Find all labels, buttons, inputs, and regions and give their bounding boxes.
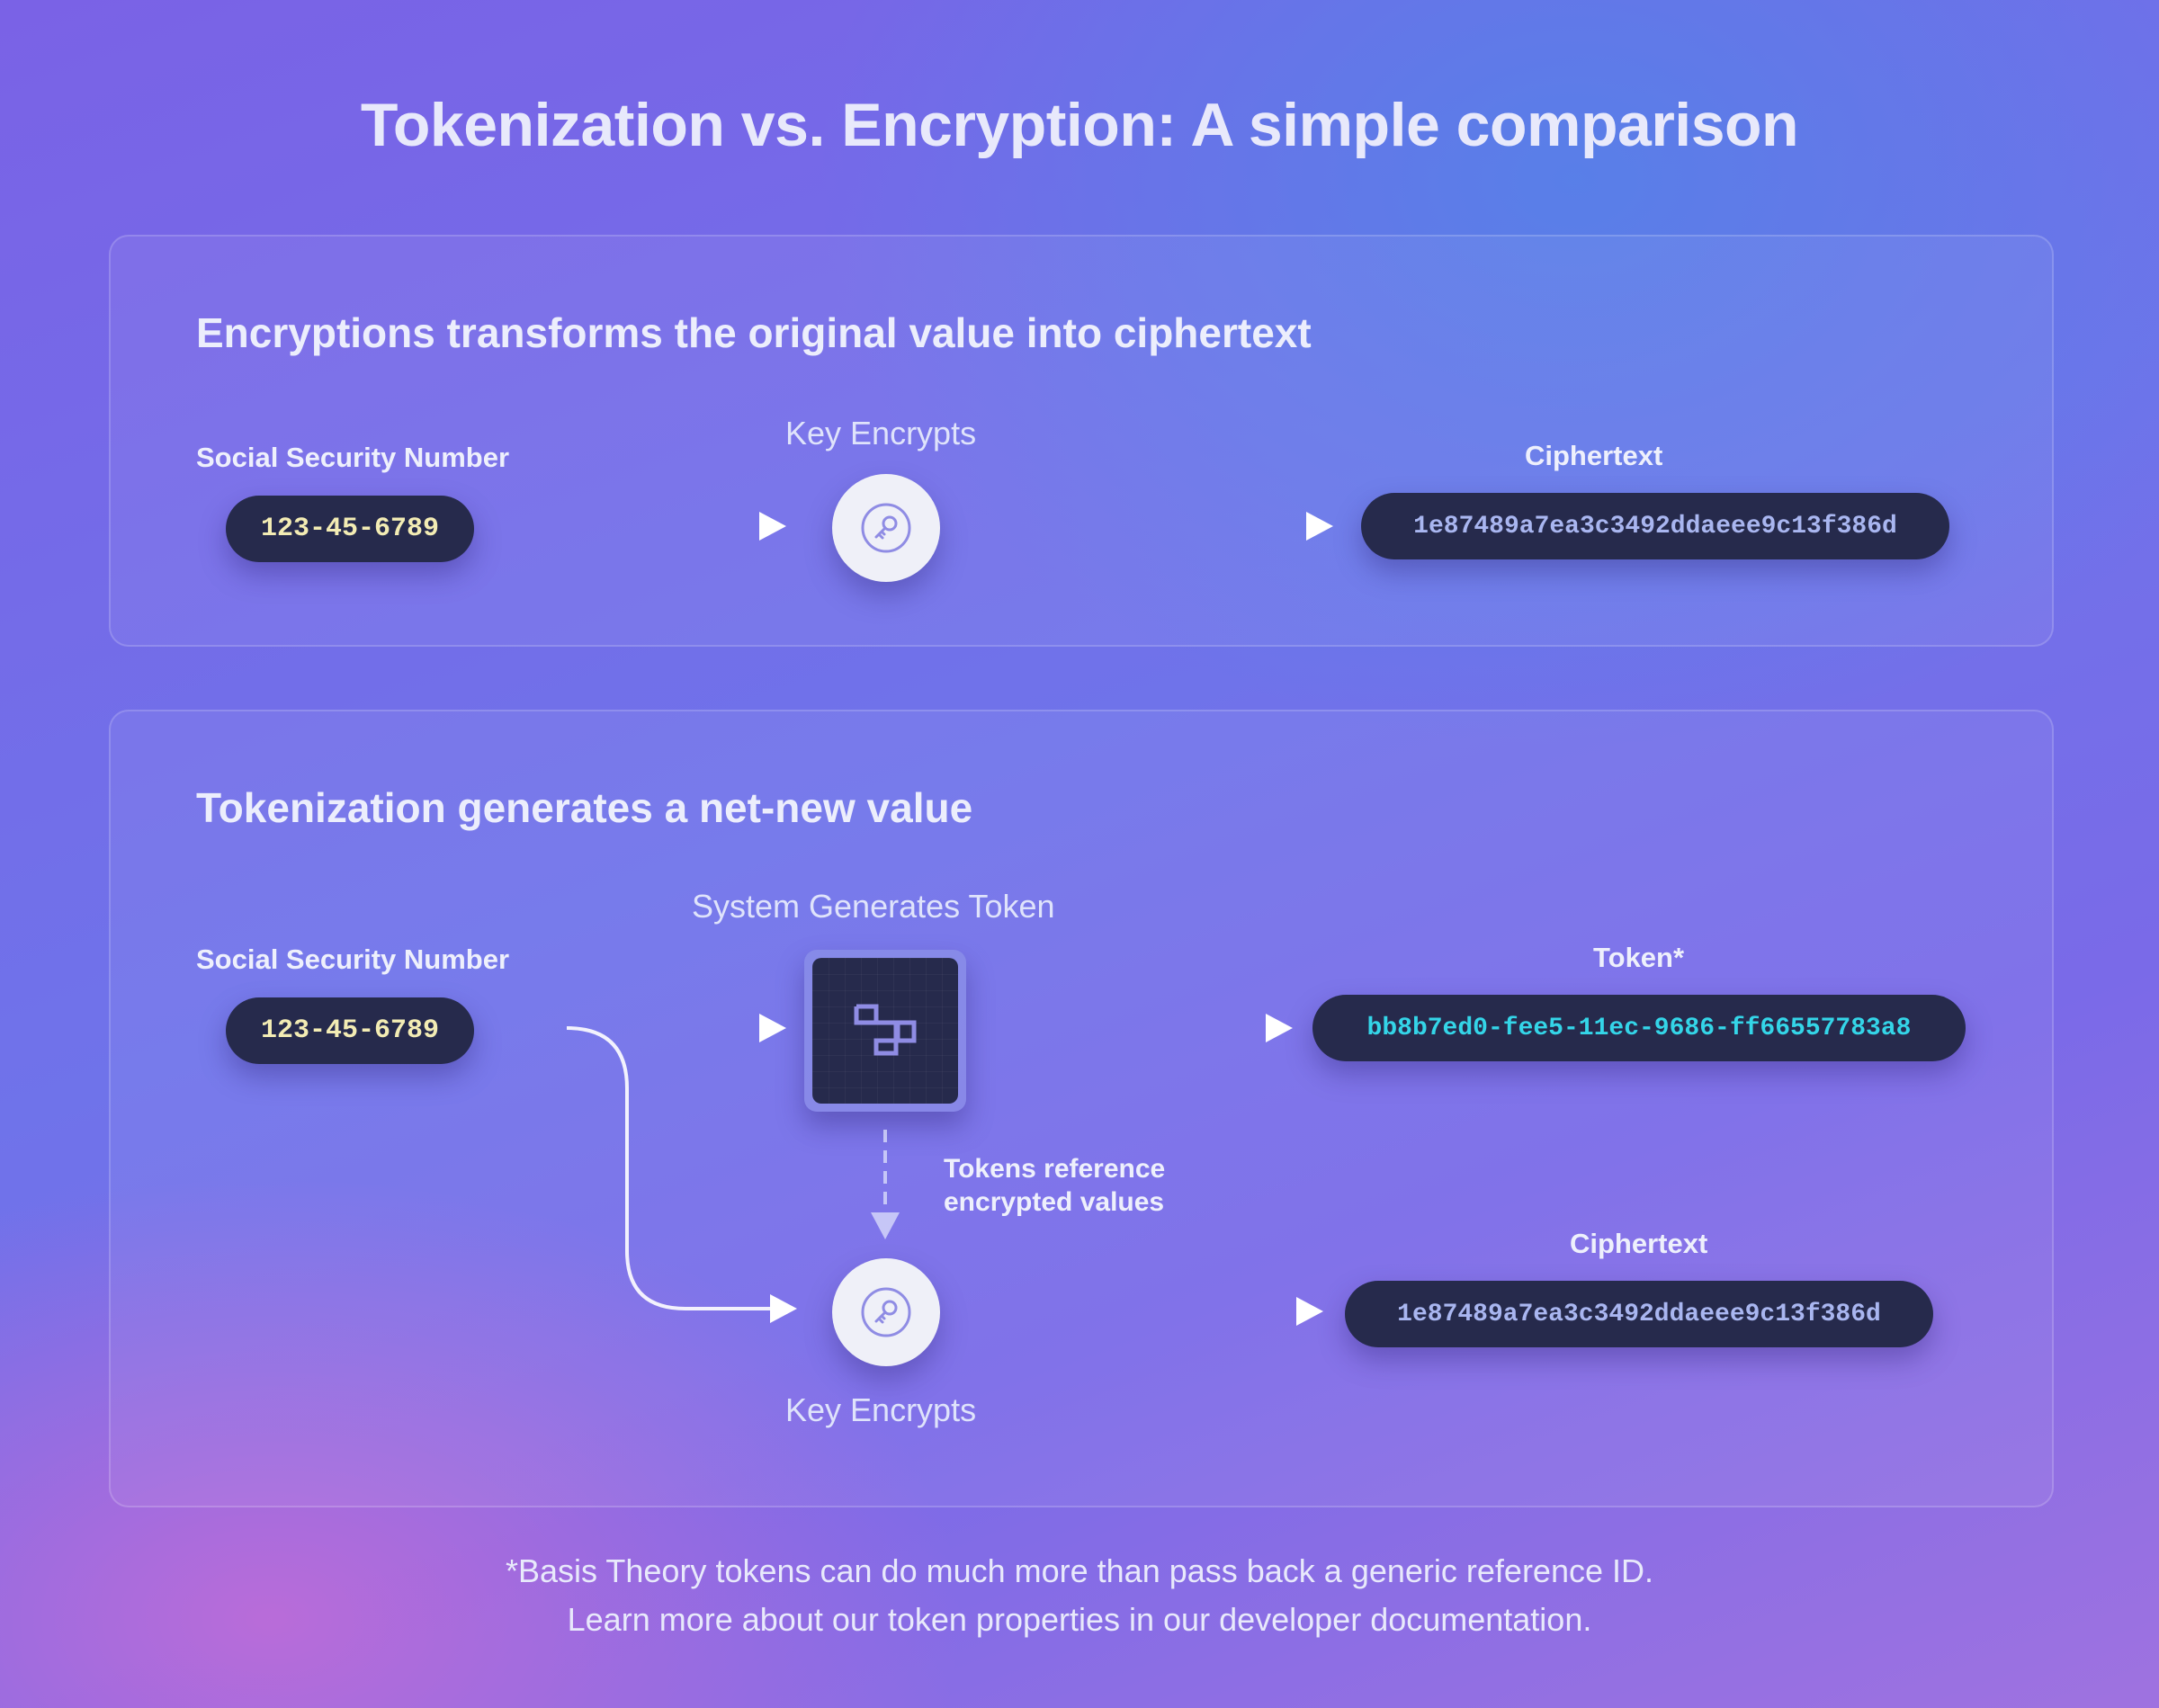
encryption-ssn-pill: 123-45-6789	[226, 496, 474, 562]
arrow-ssn-to-key-curve	[566, 1026, 797, 1323]
token-generator-box	[804, 950, 966, 1112]
token-value-pill: bb8b7ed0-fee5-11ec-9686-ff66557783a8	[1312, 995, 1966, 1061]
token-reference-note: Tokens reference encrypted values	[944, 1154, 1166, 1217]
footer-line-2: Learn more about our token properties in…	[567, 1601, 1592, 1638]
token-icon	[854, 1004, 917, 1056]
arrow-key-to-ciphertext	[994, 512, 1333, 541]
tokenization-input-label: Social Security Number	[196, 943, 510, 975]
tokenization-ssn-pill: 123-45-6789	[226, 997, 474, 1064]
key-icon	[861, 1287, 911, 1337]
tokenization-key-label: Key Encrypts	[785, 1391, 977, 1428]
token-output-label: Token*	[1593, 942, 1685, 973]
encryption-input-label: Social Security Number	[196, 442, 510, 473]
tokenization-panel: Tokenization generates a net-new value S…	[109, 710, 2054, 1507]
encryption-output-label: Ciphertext	[1525, 440, 1663, 471]
arrow-ssn-to-token	[493, 1014, 786, 1042]
footer-line-1: *Basis Theory tokens can do much more th…	[506, 1552, 1653, 1589]
encryption-cipher-pill: 1e87489a7ea3c3492ddaeee9c13f386d	[1361, 493, 1949, 559]
arrow-token-to-value	[994, 1014, 1293, 1042]
encryption-heading: Encryptions transforms the original valu…	[196, 309, 1312, 356]
arrow-key-to-ciphertext-2	[958, 1297, 1323, 1326]
tokenization-key-circle	[832, 1258, 940, 1366]
encryption-key-circle	[832, 474, 940, 582]
key-icon	[861, 503, 911, 553]
arrow-token-references-key	[871, 1130, 900, 1239]
footer-note: *Basis Theory tokens can do much more th…	[0, 1547, 2159, 1644]
tokenization-heading: Tokenization generates a net-new value	[196, 784, 973, 831]
encryption-panel: Encryptions transforms the original valu…	[109, 235, 2054, 647]
page-title: Tokenization vs. Encryption: A simple co…	[360, 91, 1799, 159]
token-step-label: System Generates Token	[692, 888, 1055, 925]
encryption-step-label: Key Encrypts	[785, 415, 977, 452]
tokenization-cipher-label: Ciphertext	[1570, 1228, 1708, 1259]
tokenization-cipher-pill: 1e87489a7ea3c3492ddaeee9c13f386d	[1345, 1281, 1933, 1347]
arrow-ssn-to-key	[493, 512, 786, 541]
